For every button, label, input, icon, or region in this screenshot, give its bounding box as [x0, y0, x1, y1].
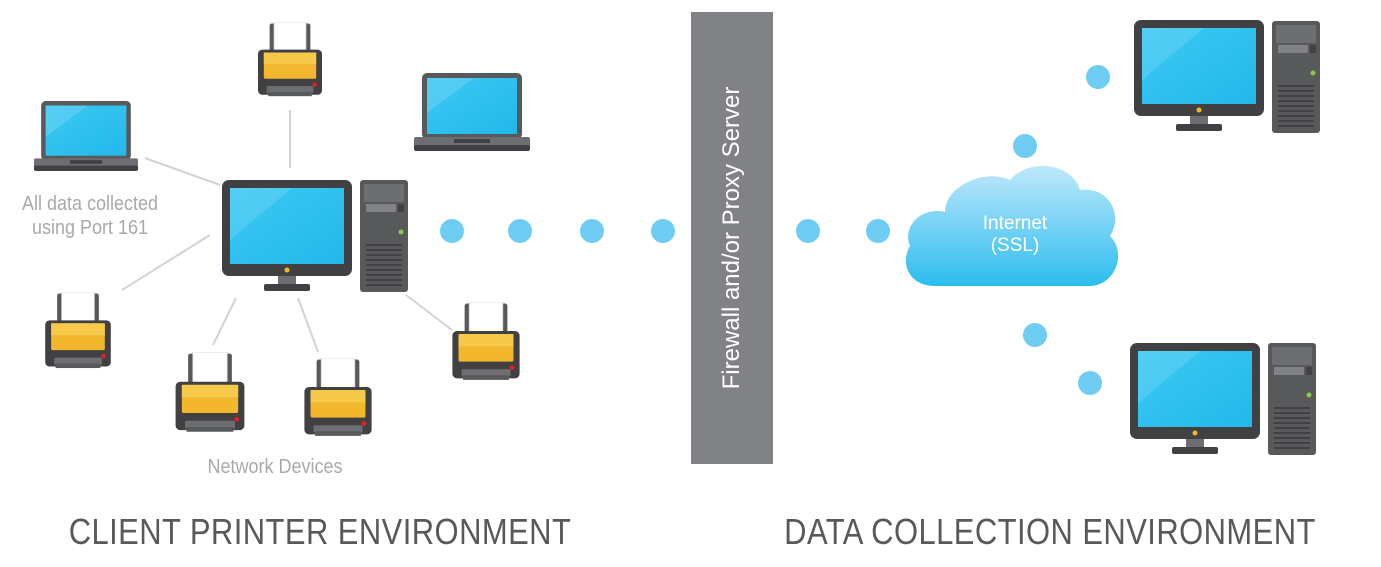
printer-icon — [303, 358, 373, 437]
printer-icon — [451, 302, 521, 381]
port-note-line1: All data collected — [21, 193, 159, 215]
tower-icon — [1268, 343, 1316, 455]
laptop-icon — [414, 73, 530, 151]
monitor-icon — [222, 180, 352, 291]
printer-icon — [257, 22, 323, 97]
connector-dot — [1013, 134, 1037, 158]
cloud-icon — [905, 165, 1119, 286]
client-environment-title: CLIENT PRINTER ENVIRONMENT — [68, 511, 572, 552]
printer-icon — [44, 292, 112, 369]
connector-lines — [121, 110, 453, 353]
firewall-bar — [691, 12, 773, 464]
connector-dot — [508, 219, 532, 243]
connector-dot — [1086, 65, 1110, 89]
connector-dot — [1023, 323, 1047, 347]
printer-icon — [175, 352, 245, 433]
connector-dot — [440, 219, 464, 243]
firewall-label: Firewall and/or Proxy Server — [718, 86, 745, 390]
monitor-icon — [1130, 343, 1260, 454]
port-note: All data collected using Port 161 — [9, 192, 171, 240]
port-note-line2: using Port 161 — [31, 217, 149, 239]
laptop-icon — [34, 101, 138, 171]
tower-icon — [1272, 21, 1320, 133]
connector-dot — [1078, 371, 1102, 395]
tower-icon — [360, 180, 408, 292]
network-devices-label: Network Devices — [207, 456, 343, 478]
connector-dots — [440, 65, 1110, 395]
internet-label: Internet (SSL) — [955, 213, 1075, 257]
connector-dot — [651, 219, 675, 243]
monitor-icon — [1134, 20, 1264, 131]
internet-label-line1: Internet — [982, 213, 1048, 234]
connector-dot — [796, 219, 820, 243]
data-collection-title: DATA COLLECTION ENVIRONMENT — [784, 511, 1316, 552]
connector-dot — [866, 219, 890, 243]
connector-dot — [580, 219, 604, 243]
internet-label-line2: (SSL) — [990, 235, 1040, 256]
